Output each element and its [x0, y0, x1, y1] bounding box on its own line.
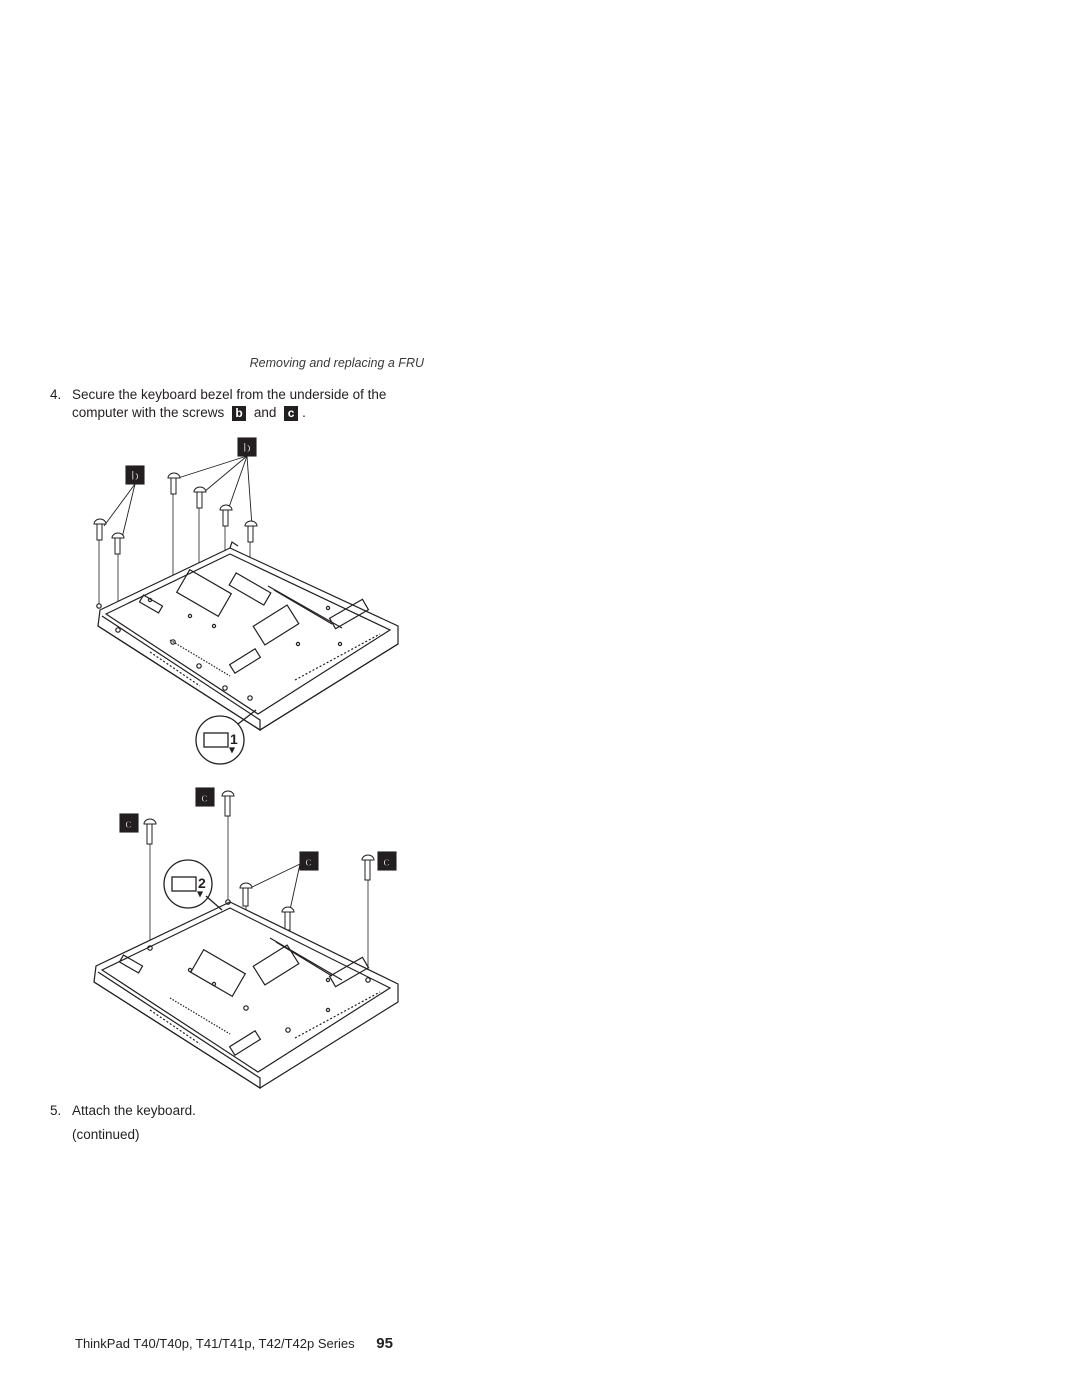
laptop-base: [93, 899, 399, 1090]
screw-c-badge: c: [284, 406, 299, 421]
svg-text:c: c: [201, 790, 208, 805]
screw-icon: [93, 472, 258, 555]
step-text-line1: Secure the keyboard bezel from the under…: [72, 387, 387, 402]
step-indicator-2: 2: [163, 859, 223, 911]
step-number: 4.: [50, 387, 62, 402]
svg-text:c: c: [125, 816, 132, 831]
callout-c-2: c: [119, 813, 139, 833]
screw-b-badge: b: [232, 406, 247, 421]
callout-b-right: b: [237, 437, 257, 457]
leader-lines: [103, 455, 253, 539]
svg-text:c: c: [383, 854, 390, 869]
svg-text:c: c: [305, 854, 312, 869]
page-footer: ThinkPad T40/T40p, T41/T41p, T42/T42p Se…: [75, 1335, 425, 1352]
step-text-line2: computer with the screws: [72, 405, 225, 420]
period: .: [302, 405, 306, 420]
footer-title: ThinkPad T40/T40p, T41/T41p, T42/T42p Se…: [75, 1336, 355, 1351]
screw-icon: [143, 790, 375, 931]
laptop-base: [96, 541, 399, 732]
step-text: Attach the keyboard.: [72, 1103, 196, 1118]
and-word: and: [253, 405, 277, 420]
svg-text:b: b: [131, 468, 139, 483]
callout-c-1: c: [195, 787, 215, 807]
figure-bottom-bottom-view: c c c c: [93, 787, 399, 1090]
figure-top-bottom-view: b b: [93, 437, 399, 765]
callout-b-left: b: [125, 465, 145, 485]
svg-text:b: b: [243, 440, 251, 455]
continued-note: (continued): [72, 1127, 140, 1142]
svg-text:2: 2: [198, 875, 206, 891]
callout-c-3: c: [299, 851, 319, 871]
callout-c-4: c: [377, 851, 397, 871]
step-indicator-1: 1: [195, 709, 257, 765]
step-text: Secure the keyboard bezel from the under…: [72, 386, 386, 422]
section-header: Removing and replacing a FRU: [249, 356, 424, 370]
page-number: 95: [376, 1335, 393, 1352]
svg-text:1: 1: [230, 731, 238, 747]
step-number: 5.: [50, 1103, 62, 1118]
